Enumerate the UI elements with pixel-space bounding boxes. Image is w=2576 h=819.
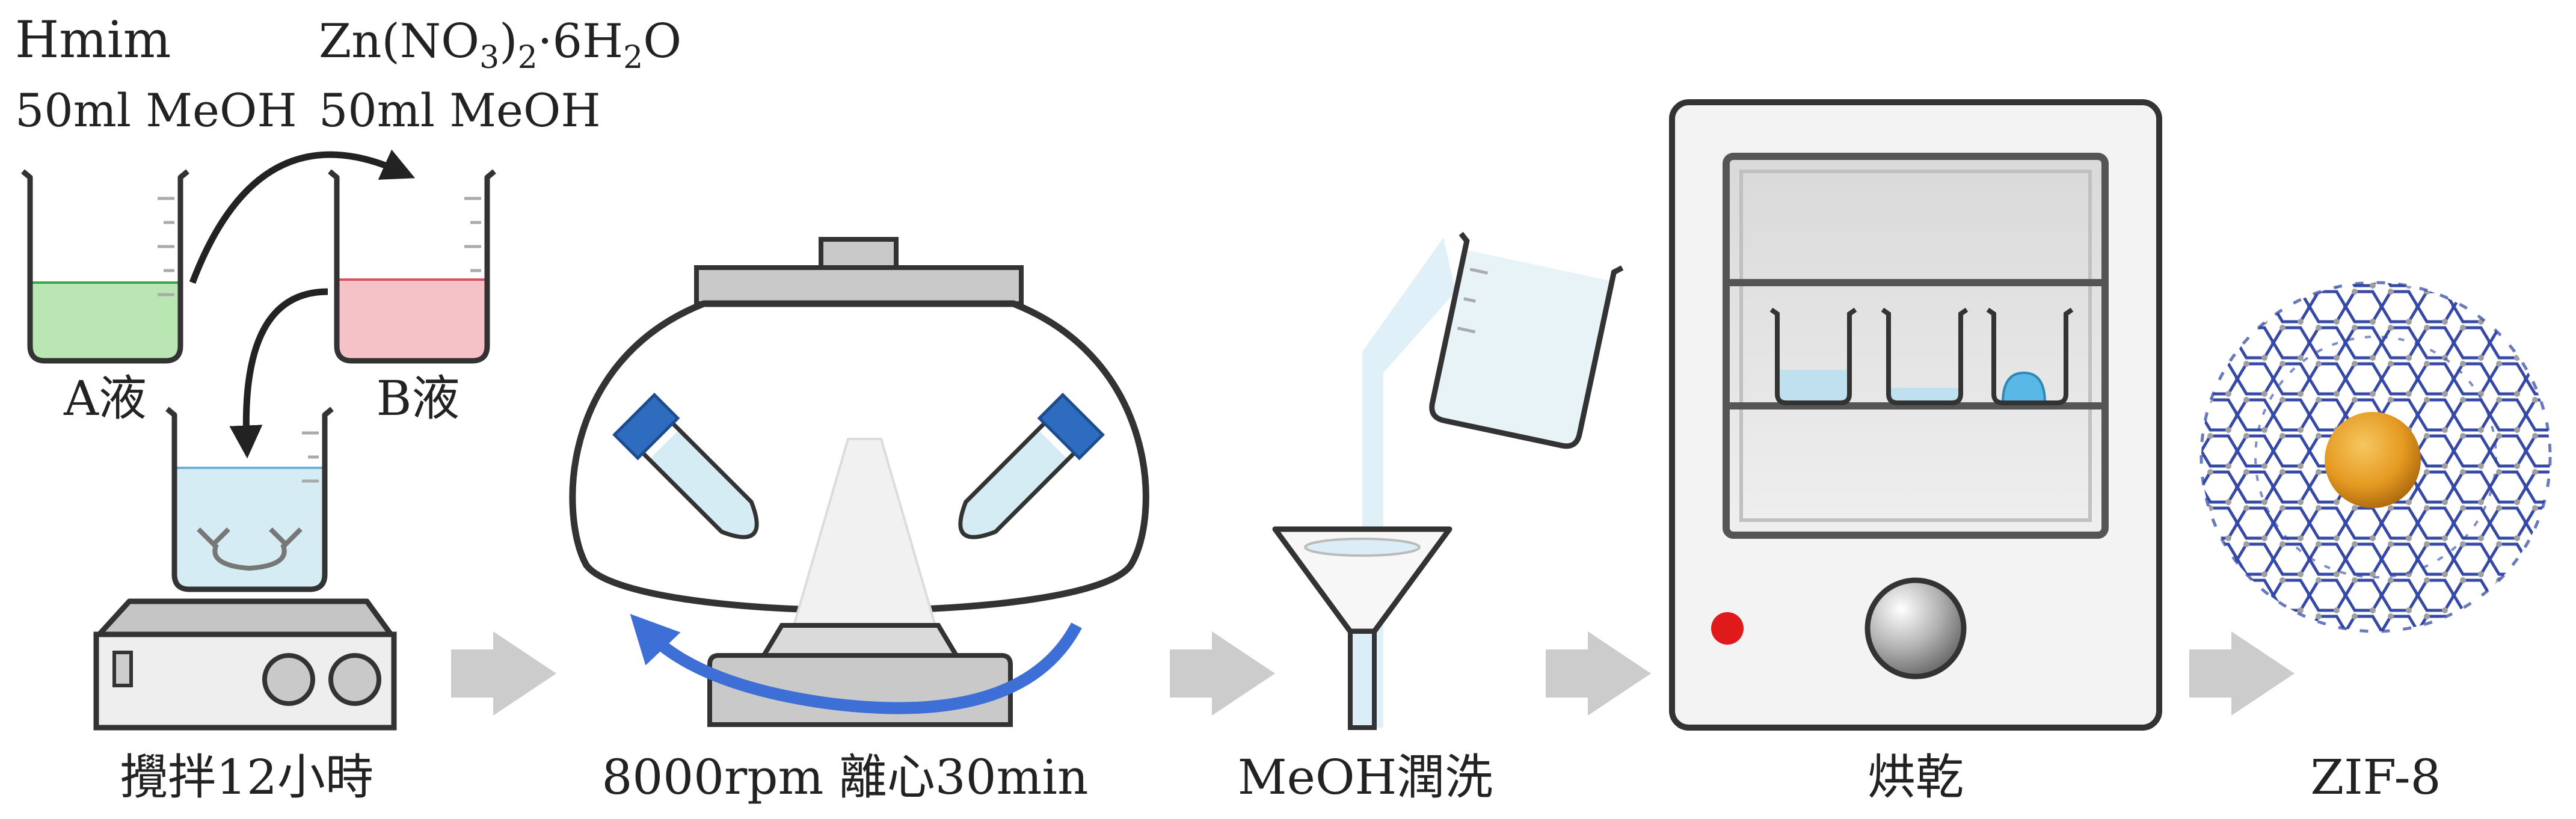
process-arrow-icon	[451, 631, 556, 716]
formula-subscript: 2	[518, 40, 538, 76]
beaker-a-label: A液	[63, 370, 147, 426]
process-arrow-icon	[1170, 631, 1275, 716]
solvent-b-label: 50ml MeOH	[319, 84, 601, 137]
indicator-light-icon	[1711, 612, 1744, 645]
centrifuge-icon	[569, 237, 1149, 727]
zif8-structure-icon	[2199, 281, 2552, 633]
formula-subscript: 2	[623, 40, 643, 76]
beaker-b-icon	[328, 169, 496, 364]
stage1-caption: 攪拌12小時	[120, 749, 373, 805]
centrifuge-tube-icon	[612, 393, 759, 539]
pouring-beaker-icon	[1429, 232, 1624, 449]
stage-stirring: Hmim 50ml MeOH Zn(NO3)2·6H2O 50ml MeOH A…	[15, 10, 681, 805]
stage3-caption: MeOH潤洗	[1238, 749, 1493, 805]
stage2-caption: 8000rpm 離心30min	[601, 749, 1088, 805]
transfer-arrow-icon	[189, 149, 416, 284]
solvent-a-label: 50ml MeOH	[15, 84, 297, 137]
reagent-b-formula: Zn(NO3)2·6H2O	[319, 14, 681, 76]
pour-arrow-icon	[229, 288, 328, 459]
oven-icon	[1669, 99, 2162, 731]
formula-subscript: 3	[479, 40, 499, 76]
stir-swirl-icon	[212, 543, 287, 571]
oven-knob-icon	[1864, 577, 1967, 679]
rotation-arrow-icon	[630, 613, 1082, 714]
drying-beaker-icon	[1986, 307, 2074, 405]
formula-part: Zn(NO	[319, 14, 479, 69]
centrifuge-tube-icon	[958, 393, 1105, 539]
process-arrow-icon	[2189, 631, 2295, 716]
stir-plate-icon	[93, 598, 397, 731]
reagent-a-label: Hmim	[15, 10, 171, 69]
beaker-a-icon	[21, 169, 189, 364]
drying-beaker-icon	[1881, 307, 1969, 405]
stage5-caption: ZIF-8	[2310, 749, 2441, 805]
funnel-icon	[1272, 232, 1624, 730]
formula-part: ·6H	[538, 14, 623, 69]
mixed-beaker-icon	[165, 406, 334, 592]
drying-beaker-icon	[1769, 307, 1857, 405]
process-arrow-icon	[1546, 631, 1651, 716]
formula-part: )	[499, 14, 517, 69]
nanoparticle-core-icon	[2325, 412, 2421, 508]
stage4-caption: 烘乾	[1867, 749, 1964, 805]
formula-part: O	[643, 14, 681, 69]
beaker-b-label: B液	[377, 370, 460, 426]
